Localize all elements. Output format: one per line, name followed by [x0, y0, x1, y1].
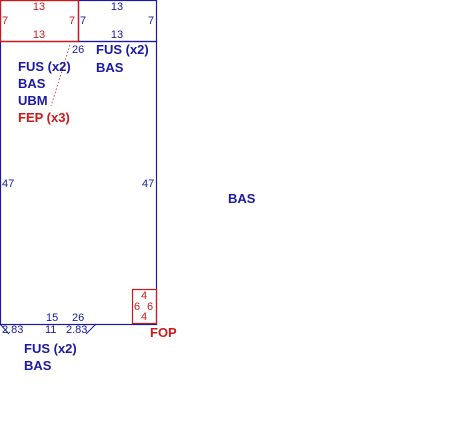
leader-line [50, 44, 71, 107]
main-bas-label: BAS [18, 76, 46, 91]
bottom-dim-11: 11 [45, 324, 56, 336]
small-box-right-dim: 6 [147, 301, 153, 313]
main-panel-top-right-dim: 26 [72, 44, 84, 56]
blue-panel-bottom-dim: 13 [111, 29, 123, 41]
bottom-bevel-left [0, 323, 10, 335]
top-left-red-panel-outline [0, 0, 80, 43]
top-right-bas-label: BAS [96, 60, 124, 75]
main-panel-right-dim: 47 [142, 178, 154, 190]
bottom-dim-283-right: 2.83 [66, 324, 87, 336]
main-fus-label: FUS (x2) [18, 59, 71, 74]
bottom-bevel-right [85, 323, 97, 335]
red-panel-left-dim: 7 [2, 15, 8, 27]
red-panel-bottom-dim: 13 [33, 29, 45, 41]
standalone-bas-label: BAS [228, 191, 256, 206]
bottom-bas-label: BAS [24, 358, 52, 373]
bottom-dim-15: 15 [46, 312, 58, 324]
bottom-fus-label: FUS (x2) [24, 341, 77, 356]
fop-label: FOP [150, 325, 177, 340]
main-panel-left-dim: 47 [2, 178, 14, 190]
top-right-fus-label: FUS (x2) [96, 42, 149, 57]
small-box-left-dim: 6 [134, 301, 140, 313]
main-fep-label: FEP (x3) [18, 110, 70, 125]
bottom-dim-283-left: 2.83 [2, 324, 23, 336]
small-red-box-outline [131, 288, 158, 325]
main-ubm-label: UBM [18, 93, 48, 108]
blue-panel-top-dim: 13 [111, 1, 123, 13]
red-panel-right-dim: 7 [69, 15, 75, 27]
blue-panel-left-dim: 7 [80, 15, 86, 27]
bottom-dim-26: 26 [72, 312, 84, 324]
small-box-top-dim: 4 [141, 290, 147, 302]
small-box-bottom-dim: 4 [141, 311, 147, 323]
blue-panel-right-dim: 7 [148, 15, 154, 27]
red-panel-top-dim: 13 [33, 1, 45, 13]
